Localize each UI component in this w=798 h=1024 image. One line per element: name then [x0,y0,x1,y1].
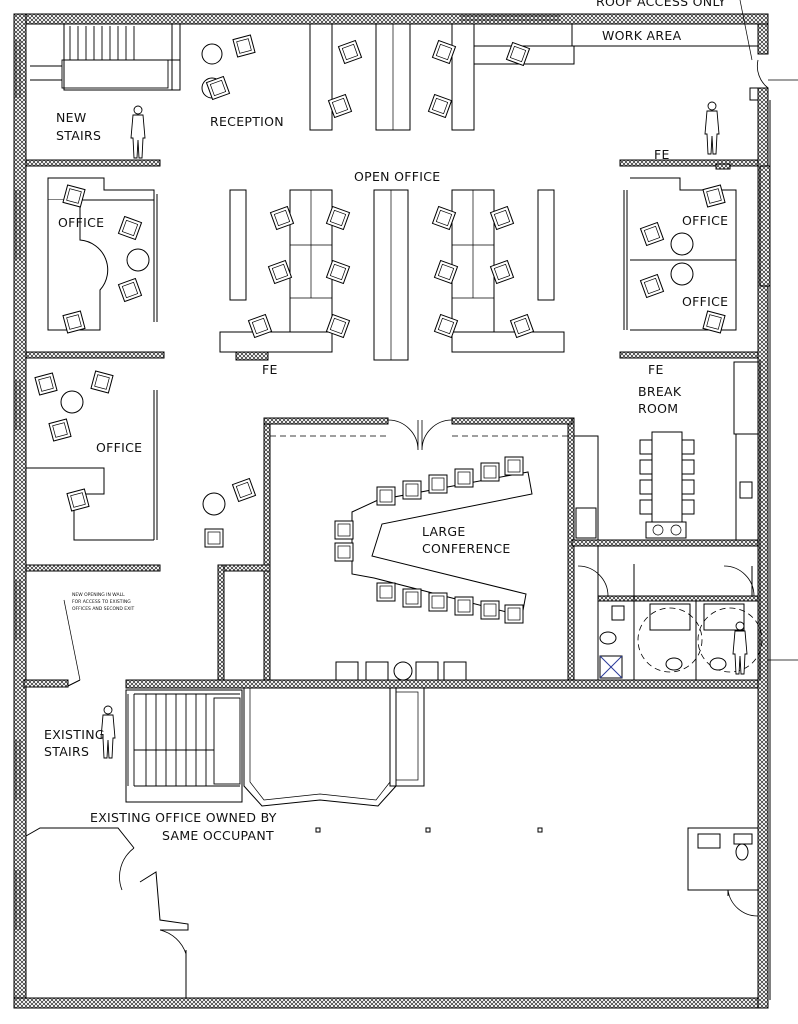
fe-label-top-right: FE [654,147,670,162]
reception-label: RECEPTION [210,114,284,129]
reception-chairs [201,34,256,101]
open-office-workstations [219,189,565,361]
lobby-chairs [202,477,257,548]
existing-office-label-2: SAME OCCUPANT [162,828,274,843]
existing-stairs [125,689,243,803]
existing-office-label-1: EXISTING OFFICE OWNED BY [90,810,277,825]
break-room [639,361,759,541]
existing-stairs-label-2: STAIRS [44,744,89,759]
existing-stairs-label-1: EXISTING [44,727,105,742]
windows [15,15,560,930]
roof-access-label: ROOF ACCESS ONLY [596,0,726,9]
office-right-mid-label: OFFICE [682,294,728,309]
new-stairs-label-2: STAIRS [56,128,101,143]
reception-area [30,0,769,131]
wall-opening-note-2: FOR ACCESS TO EXISTING [72,599,131,605]
large-conference-label-1: LARGE [422,524,466,539]
fe-label-mid-right: FE [648,362,664,377]
office-left-mid [26,370,158,541]
open-office-label: OPEN OFFICE [354,169,440,184]
work-area-label: WORK AREA [602,28,682,43]
large-conference [269,419,599,681]
office-right-top-label: OFFICE [682,213,728,228]
break-room-label-1: BREAK [638,384,682,399]
new-stairs [30,26,169,89]
office-left-top-label: OFFICE [58,215,104,230]
wall-opening-note-1: NEW OPENING IN WALL [72,592,125,598]
restrooms [577,546,763,680]
office-right-top [623,163,737,334]
existing-office [25,599,759,998]
room-labels: ROOF ACCESS ONLY WORK AREA NEW STAIRS RE… [44,0,728,843]
interior-walls [23,100,771,1000]
person-icons [100,101,748,759]
large-conference-label-2: CONFERENCE [422,541,511,556]
new-stairs-label-1: NEW [56,110,87,125]
office-left-mid-label: OFFICE [96,440,142,455]
fe-label-mid-left: FE [262,362,278,377]
wall-opening-note-3: OFFICES AND SECOND EXIT [72,606,135,612]
office-left-top [47,177,158,334]
break-room-label-2: ROOM [638,401,678,416]
exterior-walls [13,13,798,1009]
